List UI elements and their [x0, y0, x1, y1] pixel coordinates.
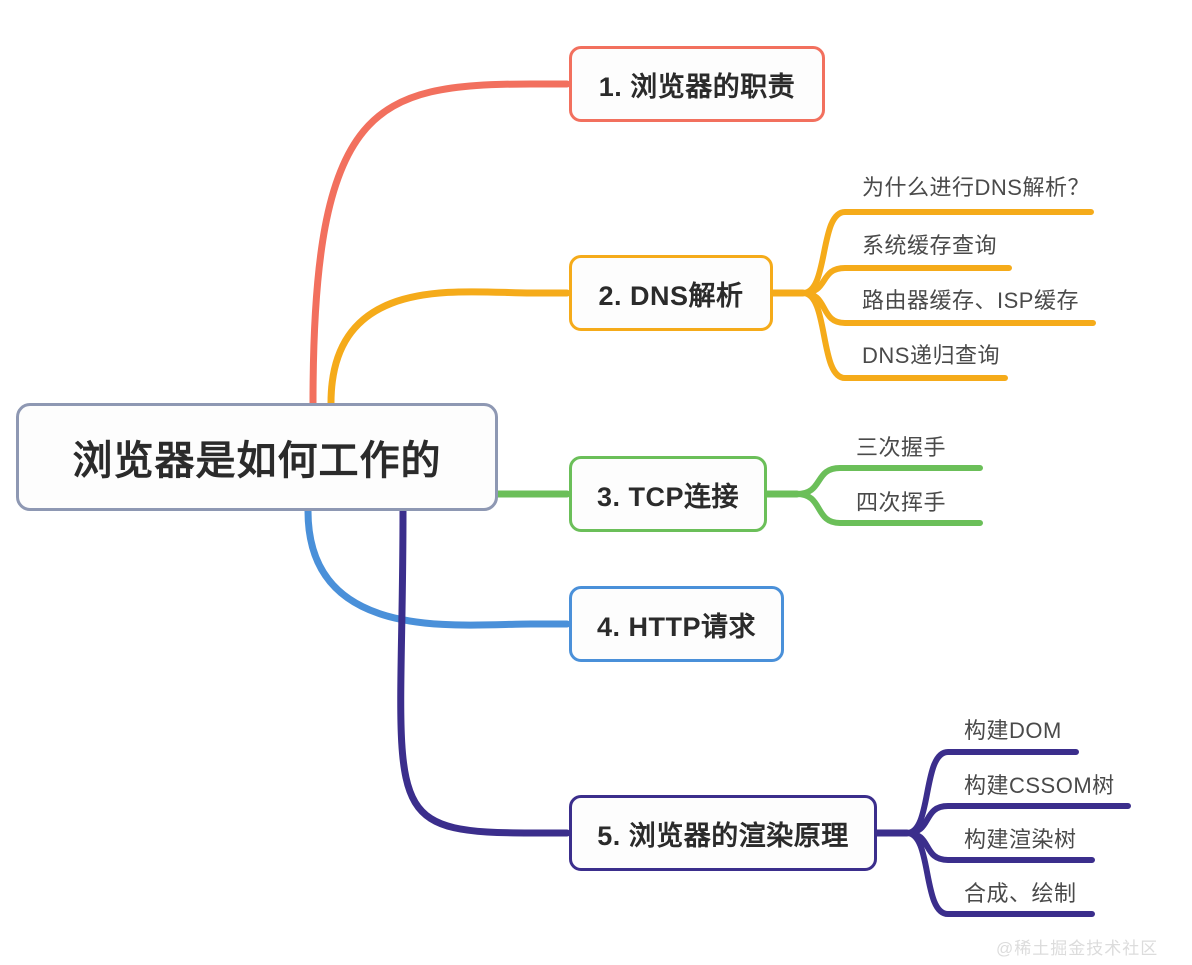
mindmap-leaf-label[interactable]: 四次挥手: [856, 490, 947, 515]
mindmap-branch-label: 5. 浏览器的渲染原理: [597, 820, 849, 851]
connector-line: [327, 288, 571, 407]
mindmap-branch-label: 3. TCP连接: [596, 481, 740, 512]
mindmap-branch-node-b3[interactable]: 3. TCP连接: [569, 456, 767, 532]
mindmap-leaf-label[interactable]: 路由器缓存、ISP缓存: [862, 288, 1079, 313]
connector-line: [304, 507, 571, 629]
mindmap-leaf-label[interactable]: 构建CSSOM树: [964, 773, 1115, 798]
mindmap-root-node[interactable]: 浏览器是如何工作的: [16, 403, 498, 511]
mindmap-leaf-label[interactable]: 构建渲染树: [964, 827, 1077, 852]
mindmap-branch-node-b4[interactable]: 4. HTTP请求: [569, 586, 784, 662]
mindmap-branch-node-b1[interactable]: 1. 浏览器的职责: [569, 46, 825, 122]
mindmap-leaf-label[interactable]: DNS递归查询: [862, 343, 1000, 368]
connector-line: [309, 80, 571, 407]
mindmap-root-label: 浏览器是如何工作的: [72, 439, 442, 483]
mindmap-branch-label: 4. HTTP请求: [596, 611, 756, 642]
mindmap-branch-node-b5[interactable]: 5. 浏览器的渲染原理: [569, 795, 877, 871]
mindmap-leaf-label[interactable]: 系统缓存查询: [862, 233, 998, 258]
mindmap-branch-label: 2. DNS解析: [598, 280, 744, 311]
mindmap-branch-label: 1. 浏览器的职责: [598, 71, 796, 102]
connector-line: [397, 507, 571, 837]
mindmap-branch-node-b2[interactable]: 2. DNS解析: [569, 255, 773, 331]
mindmap-leaf-label[interactable]: 构建DOM: [964, 718, 1062, 743]
mindmap-leaf-label[interactable]: 为什么进行DNS解析？: [862, 175, 1090, 200]
mindmap-leaf-label[interactable]: 三次握手: [856, 435, 947, 460]
watermark: @稀土掘金技术社区: [996, 939, 1159, 958]
mindmap-leaf-label[interactable]: 合成、绘制: [964, 881, 1077, 906]
